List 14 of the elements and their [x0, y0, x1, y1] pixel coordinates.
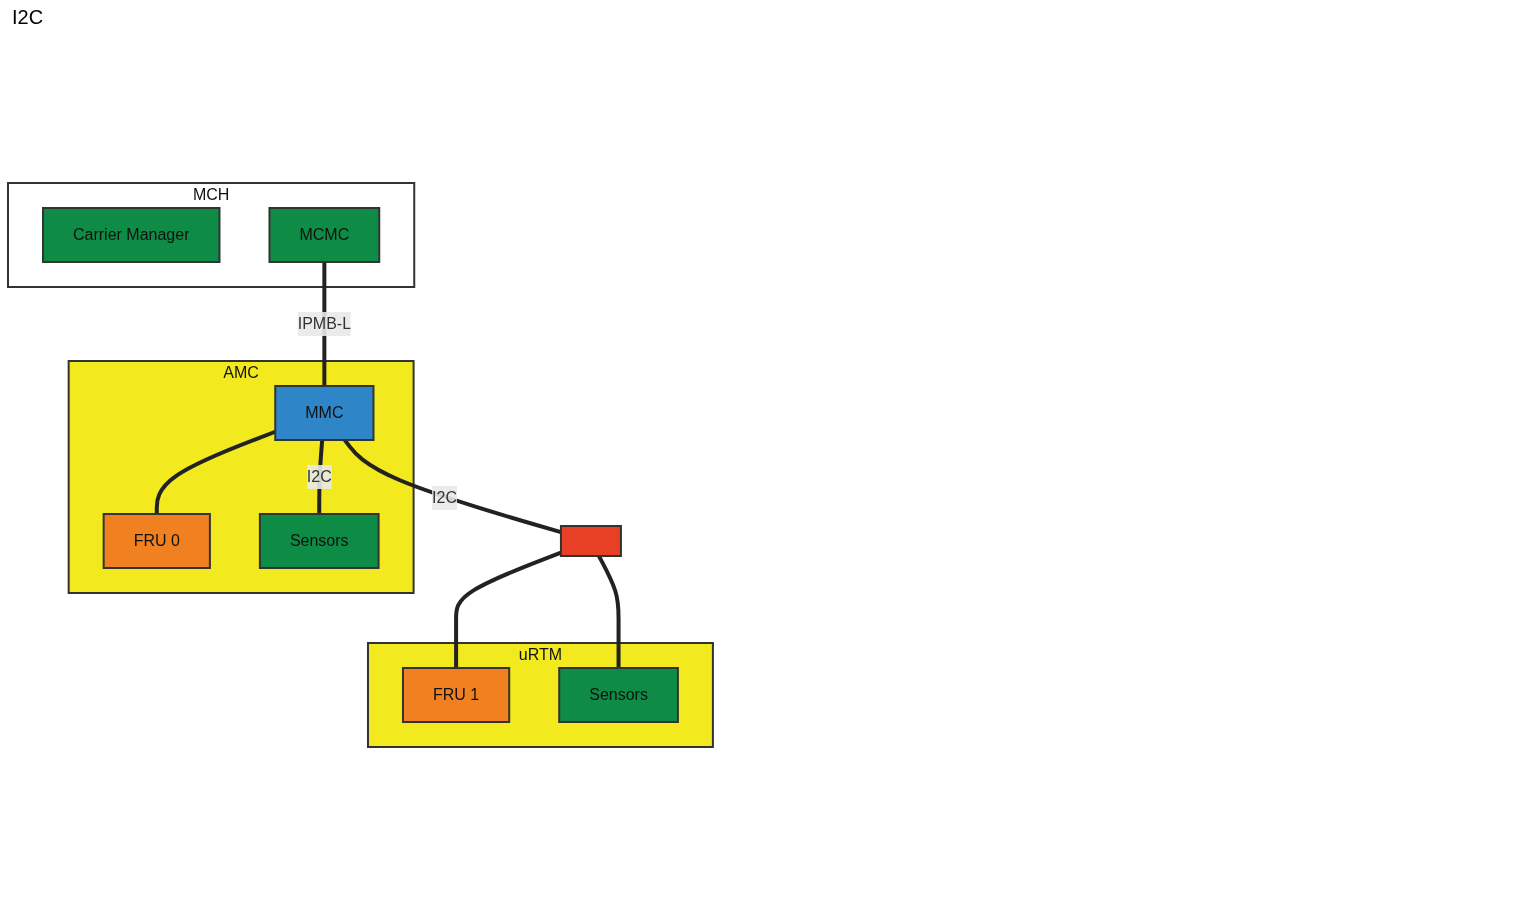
node-box: MCMC: [268, 207, 381, 263]
connector: [597, 555, 621, 668]
node-box: MMC: [274, 385, 375, 441]
node-box: Carrier Manager: [42, 207, 221, 263]
node-box: FRU 0: [102, 513, 211, 569]
node-box: Sensors: [558, 667, 679, 723]
bus-label: I2C: [12, 6, 44, 28]
node-box: FRU 1: [401, 667, 511, 723]
connector: [154, 429, 276, 514]
edge-label: I2C: [432, 489, 457, 507]
edge-label: IPMB-L: [297, 315, 352, 332]
node-box: Sensors: [258, 513, 380, 569]
node-box: [559, 525, 622, 557]
edge-label: I2C: [306, 468, 332, 485]
